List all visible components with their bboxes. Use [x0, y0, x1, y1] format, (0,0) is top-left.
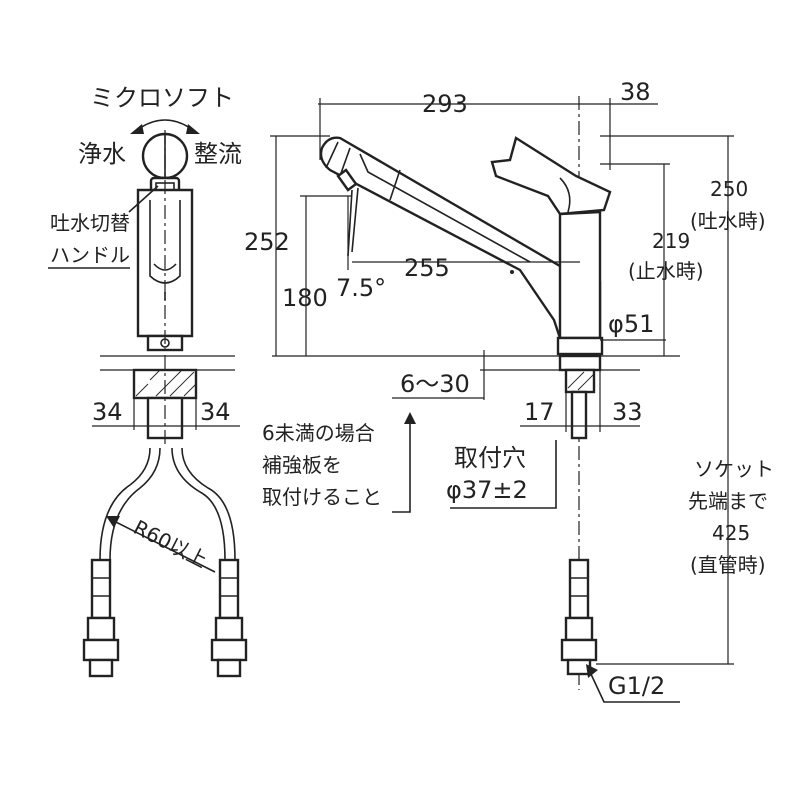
dim-17: 17 [524, 398, 555, 426]
dim-34-left: 34 [92, 398, 123, 426]
label-stop-219: 219 [652, 229, 690, 253]
side-nut [564, 368, 596, 394]
arrow-r60-icon [106, 516, 120, 528]
label-straight: 整流 [194, 140, 242, 168]
side-nut-top [558, 354, 602, 372]
label-thread: G1/2 [608, 672, 665, 700]
column-base [556, 336, 604, 356]
fitting-side [560, 558, 598, 676]
dim-34-right: 34 [200, 398, 231, 426]
lever [490, 136, 612, 216]
hose-right-inner [171, 447, 226, 561]
water-line-2 [351, 187, 359, 253]
hose-right-outer [181, 447, 236, 561]
nozzle [336, 168, 358, 192]
label-micro-soft: ミクロソフト [90, 84, 234, 112]
arrow-reinforce-icon [404, 412, 416, 424]
label-reinforce-1: 6未満の場合 [262, 421, 375, 445]
leader-mount-hole [450, 440, 557, 509]
label-socket-2: 先端まで [688, 489, 768, 513]
dim-293: 293 [422, 90, 468, 118]
label-reinforce-3: 取付けること [262, 485, 382, 509]
shank-hatch [135, 369, 197, 397]
dim-51: φ51 [608, 310, 654, 338]
label-switch-handle-1: 吐水切替 [50, 211, 130, 235]
label-spout-250: 250 [710, 177, 748, 201]
hose-left-inner [109, 447, 161, 561]
label-socket-4: (直管時) [690, 553, 766, 577]
dim-6-30: 6～30 [400, 370, 470, 398]
spout-underside [359, 153, 531, 263]
label-switch-handle-2: ハンドル [50, 243, 130, 267]
dim-180: 180 [282, 284, 328, 312]
handle-curve [153, 263, 177, 271]
front-view [48, 119, 248, 678]
lever-detail [559, 177, 571, 213]
side-shank [570, 390, 588, 440]
column [558, 210, 602, 340]
arrow-g12-icon [586, 664, 598, 678]
spout-dot [510, 270, 514, 274]
label-spout-note: (吐水時) [690, 209, 766, 233]
fitting-left [82, 558, 120, 678]
dim-38: 38 [620, 78, 651, 106]
arrow-right-icon [186, 124, 200, 134]
spout-head-line-2 [339, 147, 351, 177]
leader-reinforce [392, 420, 411, 513]
spout-seam [389, 169, 401, 201]
fitting-right [210, 558, 248, 678]
label-socket-3: 425 [712, 521, 750, 545]
side-hatch [567, 371, 595, 391]
label-mount-hole-2: φ37±2 [446, 476, 528, 504]
dim-33: 33 [612, 398, 643, 426]
label-purified: 浄水 [78, 140, 126, 168]
label-stop-note: (止水時) [628, 259, 704, 283]
dim-255: 255 [404, 254, 450, 282]
dim-angle: 7.5° [336, 274, 386, 302]
hose-left-outer [99, 447, 151, 561]
rotation-arc [139, 119, 191, 129]
spout-head-line [325, 141, 339, 169]
label-mount-hole-1: 取付穴 [454, 444, 526, 472]
side-view [270, 96, 734, 703]
arrow-left-icon [130, 124, 144, 134]
leader-switch-handle [128, 185, 159, 213]
water-line [347, 189, 353, 257]
label-reinforce-2: 補強板を [262, 453, 342, 477]
dim-252: 252 [244, 228, 290, 256]
leader-r60 [107, 517, 216, 573]
label-socket-1: ソケット [694, 457, 774, 481]
leader-g12 [589, 671, 680, 703]
label-r60: R60以上 [130, 515, 212, 572]
